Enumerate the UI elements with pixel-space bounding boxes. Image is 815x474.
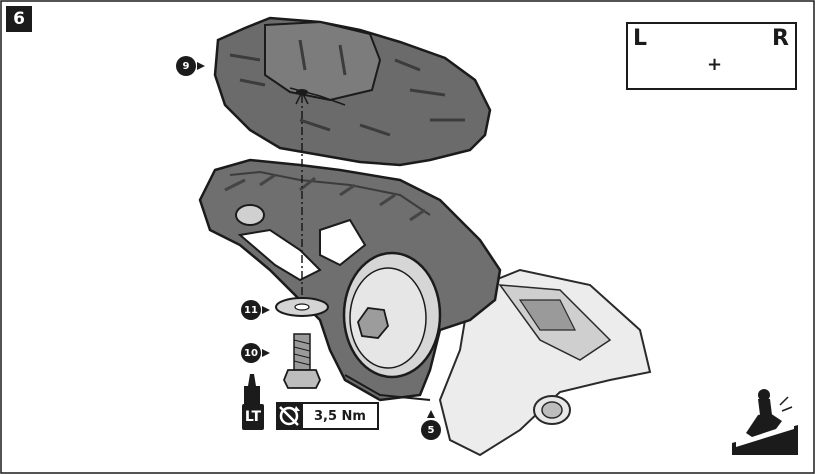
footpeg-bracket — [198, 158, 502, 402]
callout-10: 10 — [241, 343, 261, 363]
torque-wrench-icon — [276, 402, 303, 430]
right-side-label: R — [772, 26, 789, 51]
bolt — [283, 333, 321, 389]
threadlocker-bottle-icon — [244, 374, 260, 404]
offroad-rider-icon — [732, 389, 798, 455]
callout-9: 9 — [176, 56, 196, 76]
left-side-label: L — [633, 26, 648, 51]
callout-5: 5 — [421, 420, 441, 440]
footrest-rubber — [213, 16, 492, 167]
left-right-side-box: L + R — [626, 22, 797, 90]
plus-sign: + — [707, 54, 723, 75]
washer — [275, 297, 329, 317]
callout-11: 11 — [241, 300, 261, 320]
step-number-badge: 6 — [6, 6, 32, 32]
mount-bracket — [438, 268, 652, 457]
threadlocker-label: LT — [242, 404, 264, 430]
torque-value-box: 3,5 Nm — [301, 402, 379, 430]
